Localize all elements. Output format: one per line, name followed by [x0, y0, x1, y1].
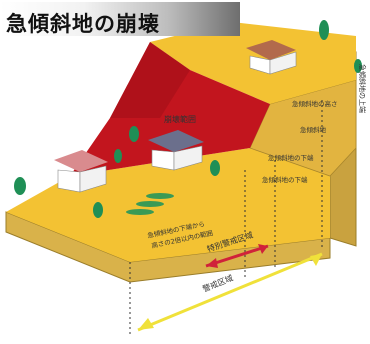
slope-label-c: 急傾斜地の下端: [268, 153, 314, 162]
slope-top-label: 急傾斜地の上端: [358, 64, 367, 113]
collapse-area-label: 崩壊範囲: [164, 114, 196, 124]
collapse-shade: [110, 42, 190, 118]
house-middle: [148, 130, 204, 171]
slope-label-b: 急傾斜地: [300, 125, 327, 134]
title-banner: 急傾斜地の崩壊: [0, 2, 240, 36]
tree-group: [14, 20, 362, 218]
slope-label-d: 急傾斜地の下端: [262, 175, 308, 184]
hedge-rows: [126, 193, 174, 215]
special-zone-arrow: [205, 244, 269, 268]
warning-zone-arrow: [137, 252, 323, 332]
slope-label-a: 急傾斜地の高さ: [292, 99, 338, 108]
house-upper: [246, 40, 297, 75]
page-title: 急傾斜地の崩壊: [6, 12, 160, 36]
collapse-area: [70, 42, 270, 176]
house-left: [54, 150, 108, 193]
